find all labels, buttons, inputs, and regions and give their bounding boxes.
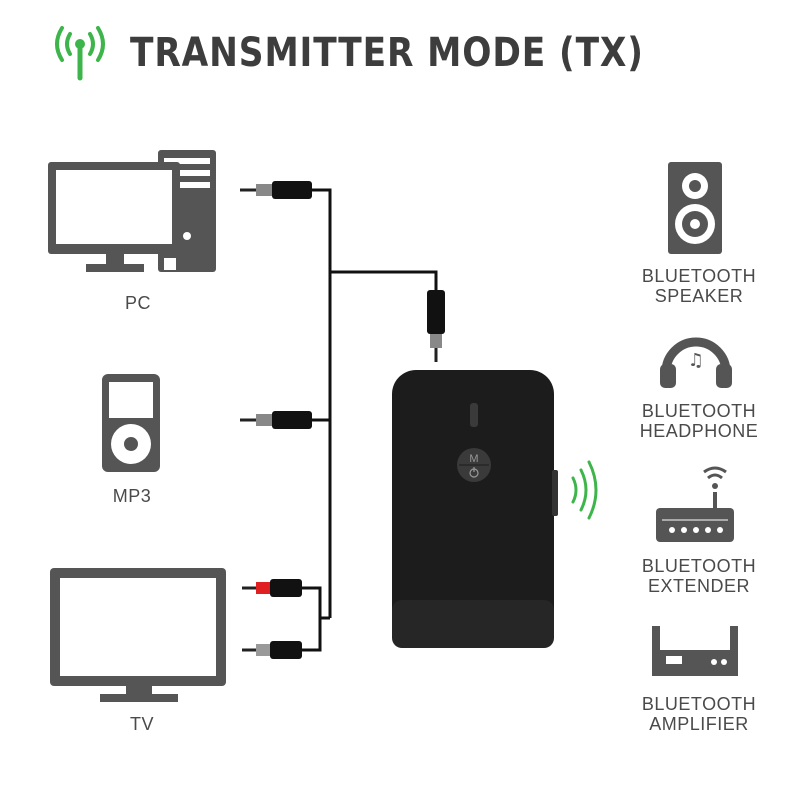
signal-antenna-icon [55, 26, 105, 81]
target-label-amplifier: BLUETOOTH AMPLIFIER [619, 694, 779, 734]
headphone-icon: ♫ [660, 337, 732, 388]
speaker-icon [668, 162, 722, 254]
target-label-line1: BLUETOOTH [641, 556, 757, 576]
source-label-tv: TV [129, 714, 154, 734]
router-icon [656, 466, 734, 542]
target-label-line2: SPEAKER [654, 286, 744, 306]
target-label-speaker: BLUETOOTH SPEAKER [619, 266, 779, 306]
target-label-line2: AMPLIFIER [649, 714, 749, 734]
cable-wiring [300, 188, 438, 652]
target-label-headphone: BLUETOOTH HEADPHONE [619, 401, 779, 441]
tv-icon [50, 568, 226, 702]
source-label-mp3: MP3 [112, 486, 152, 506]
target-label-line2: HEADPHONE [639, 421, 759, 441]
wireless-signal-icon [571, 460, 598, 520]
device-input-jack [427, 290, 445, 362]
target-label-line1: BLUETOOTH [641, 401, 757, 421]
pc-icon [48, 150, 216, 272]
target-label-line2: EXTENDER [647, 576, 750, 596]
target-label-line1: BLUETOOTH [641, 266, 757, 286]
amplifier-icon [652, 626, 738, 676]
page-title: TRANSMITTER MODE (TX) [130, 30, 644, 76]
tv-rca-red-plug [242, 579, 302, 597]
pc-audio-jack [240, 181, 312, 199]
mp3-player-icon [102, 374, 160, 472]
mp3-audio-jack [240, 411, 312, 429]
bluetooth-transmitter-device [392, 370, 558, 648]
target-label-line1: BLUETOOTH [641, 694, 757, 714]
tv-rca-white-plug [242, 641, 302, 659]
source-label-pc: PC [124, 293, 151, 313]
svg-text:♫: ♫ [688, 350, 704, 371]
target-label-extender: BLUETOOTH EXTENDER [619, 556, 779, 596]
